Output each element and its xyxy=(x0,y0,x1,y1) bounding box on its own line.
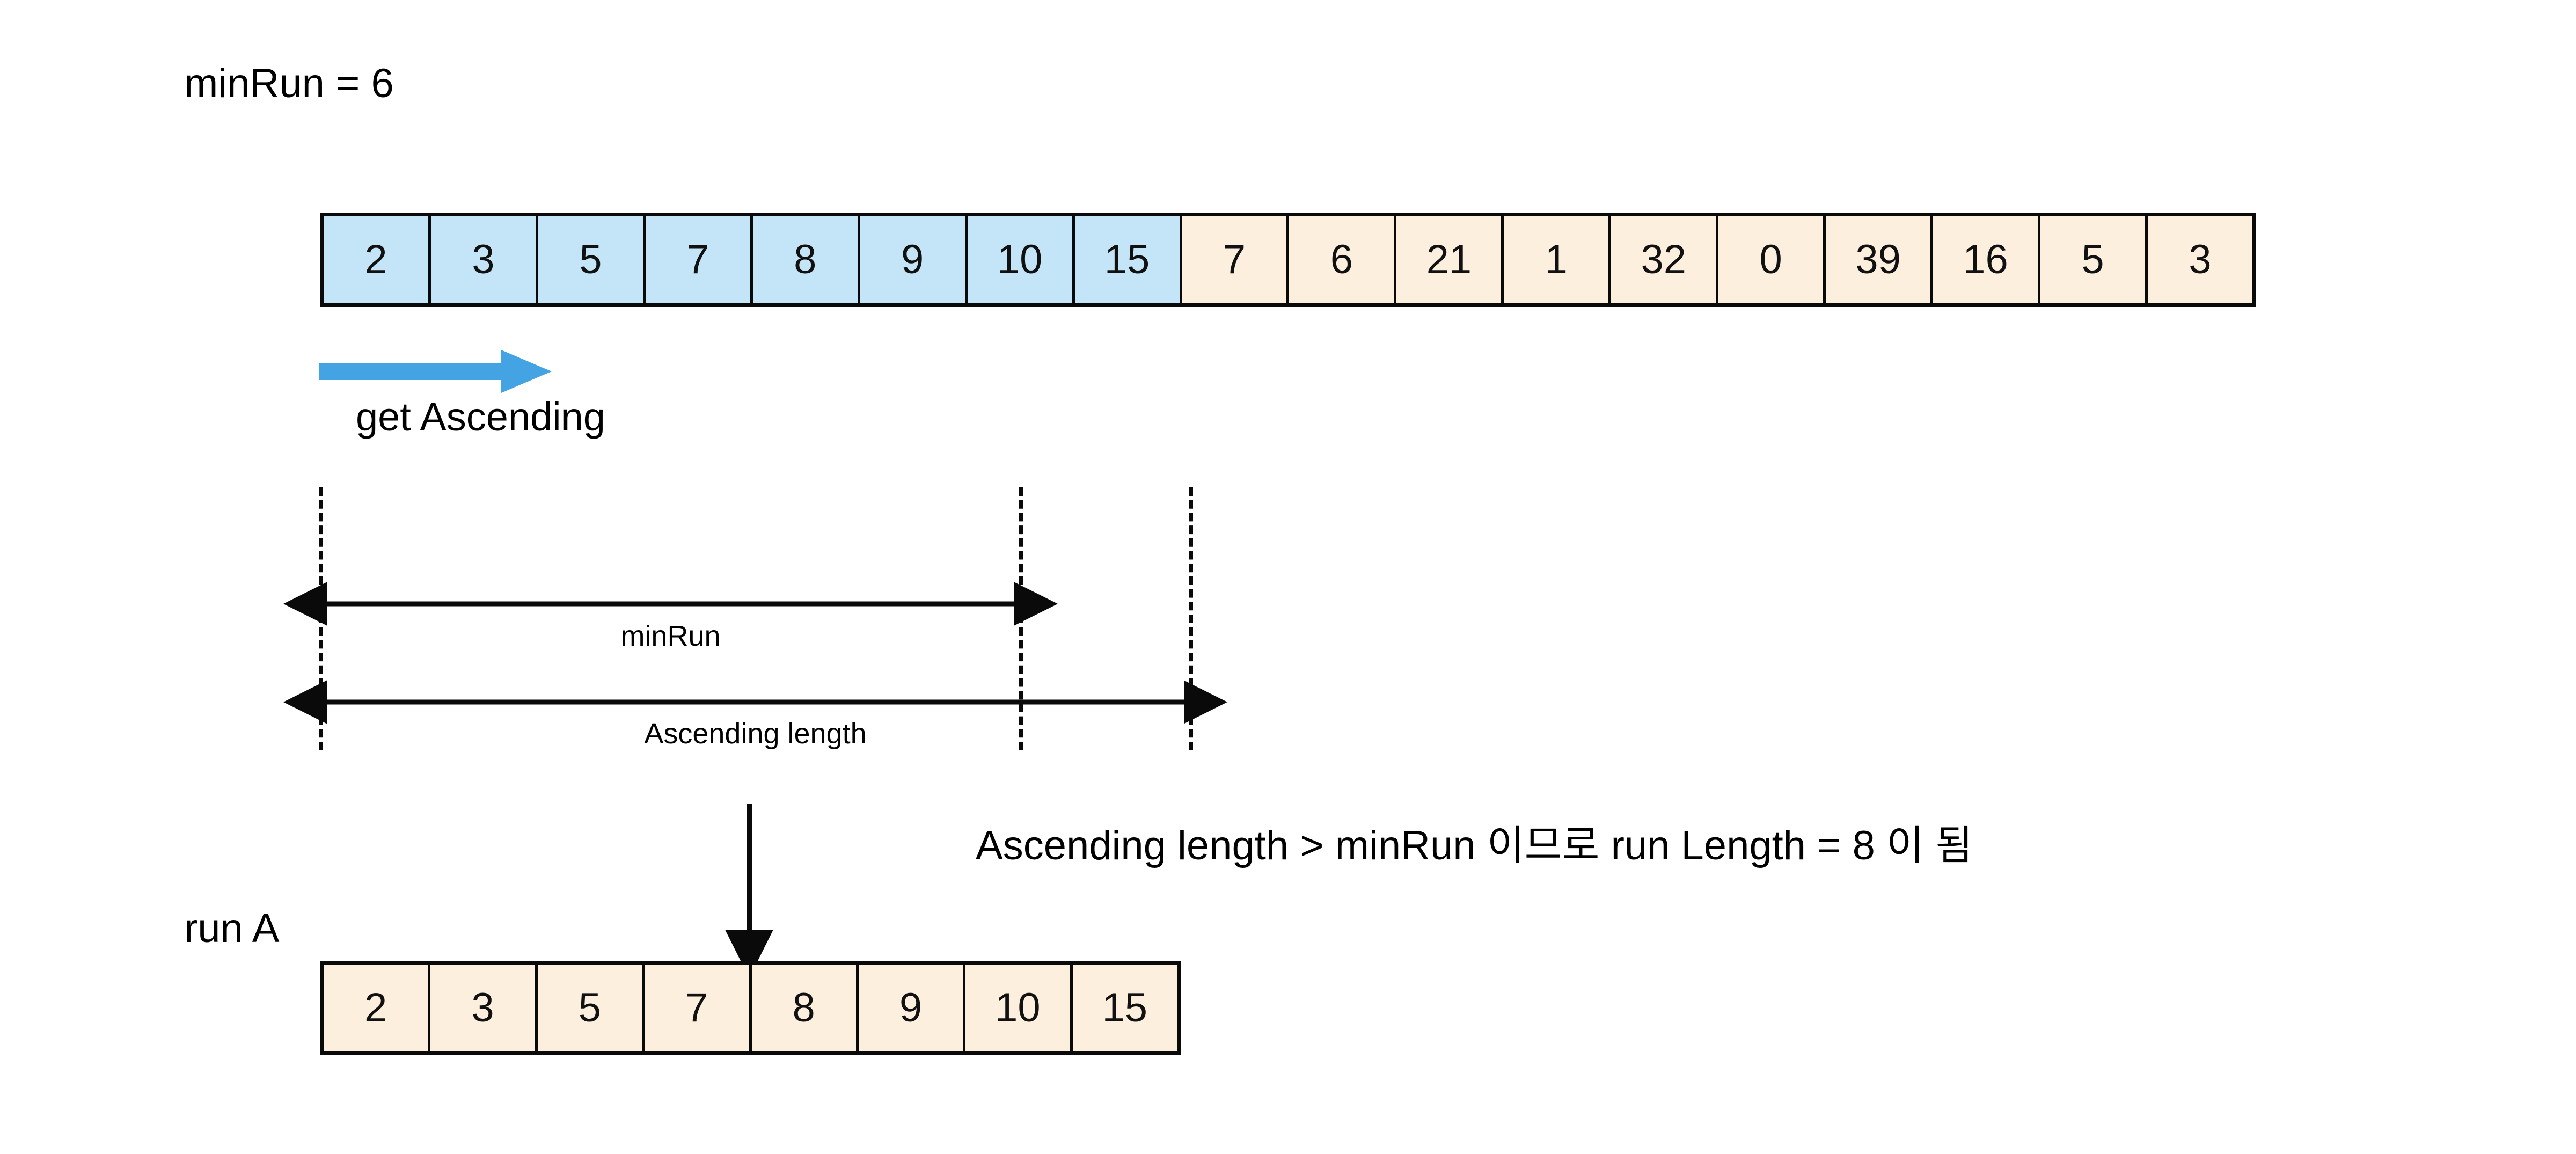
run-a-array-cell: 9 xyxy=(858,965,966,1051)
input-array-cell: 0 xyxy=(1718,216,1826,303)
run-a-array-cell: 5 xyxy=(537,965,645,1051)
run-a-array-cell: 7 xyxy=(645,965,752,1051)
input-array-cell: 1 xyxy=(1504,216,1612,303)
input-array-cell: 7 xyxy=(645,216,753,303)
input-array-cell: 5 xyxy=(2040,216,2148,303)
input-array-cell: 3 xyxy=(430,216,538,303)
input-array-cell: 10 xyxy=(967,216,1075,303)
input-array-cell: 6 xyxy=(1289,216,1397,303)
run-a-label: run A xyxy=(184,905,280,951)
run-a-array-cell: 15 xyxy=(1072,965,1177,1051)
ascending-length-dimension-label: Ascending length xyxy=(644,718,867,750)
input-array-cell: 39 xyxy=(1826,216,1934,303)
input-array-cell: 7 xyxy=(1182,216,1290,303)
input-array-cell: 2 xyxy=(324,216,431,303)
guide-line-ascending-end xyxy=(1189,487,1193,750)
run-a-array-cell: 8 xyxy=(751,965,859,1051)
input-array-cell: 32 xyxy=(1611,216,1719,303)
input-array-cell: 9 xyxy=(860,216,968,303)
run-a-array-cell: 2 xyxy=(324,965,431,1051)
guide-line-run-start xyxy=(319,487,323,750)
guide-line-min-run-end xyxy=(1019,487,1023,750)
input-array-cell: 8 xyxy=(752,216,860,303)
input-array-cell: 3 xyxy=(2147,216,2252,303)
run-a-array-cell: 3 xyxy=(430,965,538,1051)
get-ascending-arrow-icon xyxy=(319,350,552,393)
input-array-cell: 15 xyxy=(1074,216,1182,303)
run-a-array-cell: 10 xyxy=(965,965,1073,1051)
min-run-value-label: minRun = 6 xyxy=(184,61,394,106)
input-array-cell: 5 xyxy=(538,216,646,303)
min-run-dimension-label: minRun xyxy=(620,620,721,652)
input-array-cell: 16 xyxy=(1933,216,2040,303)
conclusion-text: Ascending length > minRun 이므로 run Length… xyxy=(976,823,1973,868)
input-array-cell: 21 xyxy=(1396,216,1504,303)
get-ascending-label: get Ascending xyxy=(356,395,605,439)
